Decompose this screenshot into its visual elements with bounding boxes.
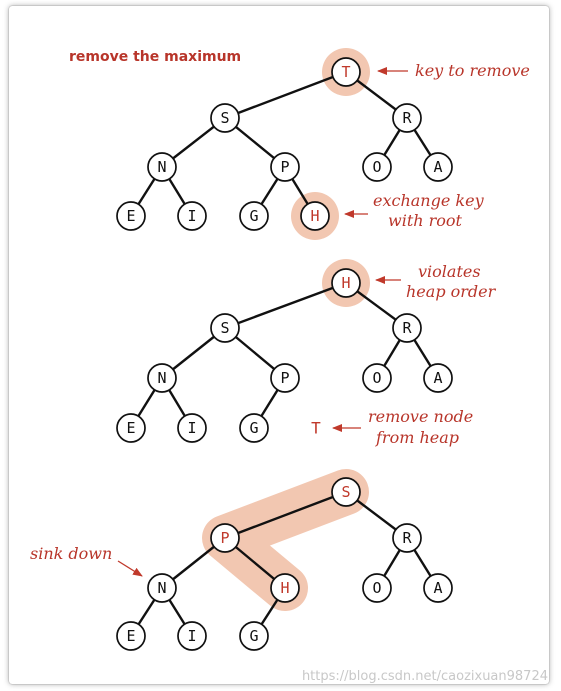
tree-node: P: [210, 523, 240, 553]
tree-node: N: [147, 152, 177, 182]
tree-node: R: [392, 103, 422, 133]
watermark: https://blog.csdn.net/caozixuan98724: [302, 669, 548, 684]
tree-node: P: [270, 363, 300, 393]
edge: [224, 490, 347, 540]
node-key: G: [249, 207, 258, 225]
removed-key: T: [311, 419, 321, 438]
tree-node: O: [362, 152, 392, 182]
tree-node: S: [331, 477, 361, 507]
node-key: A: [433, 369, 442, 387]
tree-node: R: [392, 523, 422, 553]
node-key: I: [187, 207, 196, 225]
node-key: S: [220, 319, 229, 337]
tree-node: H: [270, 573, 300, 603]
arrow-down-right-icon: [117, 560, 143, 577]
annotation-heap-order: heap order: [406, 282, 497, 301]
tree-1: T S R N P O A E I G H key to remove exch…: [116, 48, 530, 240]
node-key: N: [157, 158, 166, 176]
tree-node: G: [239, 201, 269, 231]
annotation-violates: violates: [418, 262, 481, 281]
tree-node: A: [423, 573, 453, 603]
tree-node: E: [116, 621, 146, 651]
node-key: H: [341, 274, 350, 292]
node-key: A: [433, 579, 442, 597]
tree-node: G: [239, 413, 269, 443]
tree-node: A: [423, 152, 453, 182]
node-key: O: [372, 158, 381, 176]
node-key: E: [126, 419, 135, 437]
node-key: T: [341, 63, 350, 81]
node-key: I: [187, 419, 196, 437]
edge: [224, 70, 347, 120]
node-key: G: [249, 419, 258, 437]
node-key: S: [220, 109, 229, 127]
annotation-with-root: with root: [388, 211, 463, 230]
node-key: A: [433, 158, 442, 176]
tree-node: H: [331, 268, 361, 298]
tree-node: E: [116, 413, 146, 443]
node-key: I: [187, 627, 196, 645]
node-key: P: [220, 529, 229, 547]
node-key: R: [402, 529, 412, 547]
tree-node: E: [116, 201, 146, 231]
node-key: P: [280, 158, 289, 176]
node-key: N: [157, 369, 166, 387]
tree-node: O: [362, 573, 392, 603]
node-key: H: [310, 207, 319, 225]
annotation-from-heap: from heap: [375, 428, 459, 447]
tree-node: N: [147, 363, 177, 393]
node-key: R: [402, 319, 412, 337]
figure-title: remove the maximum: [69, 49, 241, 65]
node-key: N: [157, 579, 166, 597]
tree-node: G: [239, 621, 269, 651]
node-key: P: [280, 369, 289, 387]
tree-node: P: [270, 152, 300, 182]
tree-node: O: [362, 363, 392, 393]
annotation-remove-node: remove node: [368, 407, 473, 426]
tree-node: N: [147, 573, 177, 603]
tree-node: R: [392, 313, 422, 343]
tree-node: S: [210, 313, 240, 343]
node-key: H: [280, 579, 289, 597]
tree-node: S: [210, 103, 240, 133]
tree-node: T: [331, 57, 361, 87]
node-key: E: [126, 207, 135, 225]
tree-3: S P R N H O A E I G sink down: [30, 469, 453, 651]
annotation-key-to-remove: key to remove: [415, 61, 530, 80]
node-key: E: [126, 627, 135, 645]
node-key: S: [341, 483, 350, 501]
tree-2: H S R N P O A E I G violates heap order …: [116, 259, 497, 447]
annotation-exchange-key: exchange key: [373, 191, 485, 210]
node-key: G: [249, 627, 258, 645]
tree-node: A: [423, 363, 453, 393]
tree-node: I: [177, 621, 207, 651]
tree-node: I: [177, 413, 207, 443]
node-key: O: [372, 369, 381, 387]
tree-node: I: [177, 201, 207, 231]
tree-node: H: [300, 201, 330, 231]
annotation-sink-down: sink down: [30, 544, 112, 563]
node-key: R: [402, 109, 412, 127]
node-key: O: [372, 579, 381, 597]
edge: [224, 281, 347, 330]
